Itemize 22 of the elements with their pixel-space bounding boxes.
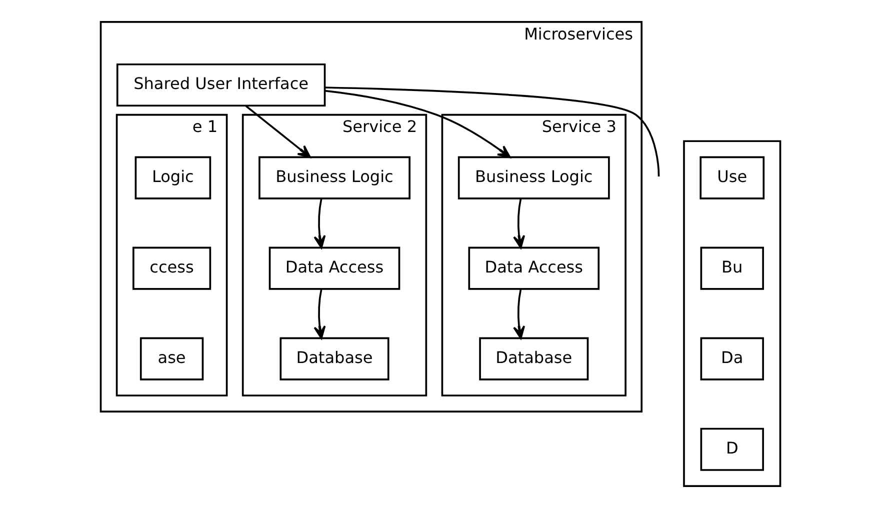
node-box: Use — [699, 156, 764, 200]
node-box: Business Logic — [457, 156, 610, 200]
arrow — [244, 105, 310, 158]
cluster — [682, 140, 781, 487]
connector — [324, 86, 660, 177]
node-box: Data Access — [268, 246, 400, 290]
arrow — [313, 288, 326, 340]
node-box: ase — [139, 337, 204, 380]
node-box: Da — [700, 337, 764, 380]
node-box: Database — [279, 337, 389, 380]
node-box: Database — [478, 337, 588, 380]
node-box: Shared User Interface — [116, 63, 326, 107]
node-box: D — [700, 428, 764, 471]
arrow — [512, 198, 525, 249]
node-box: Data Access — [468, 246, 600, 290]
arrow — [512, 288, 525, 340]
node-box: Logic — [134, 156, 211, 200]
arrow — [324, 90, 510, 158]
arrow — [313, 198, 326, 249]
node-box: ccess — [132, 246, 211, 290]
node-box: Business Logic — [258, 156, 410, 200]
node-box: Bu — [700, 246, 764, 290]
